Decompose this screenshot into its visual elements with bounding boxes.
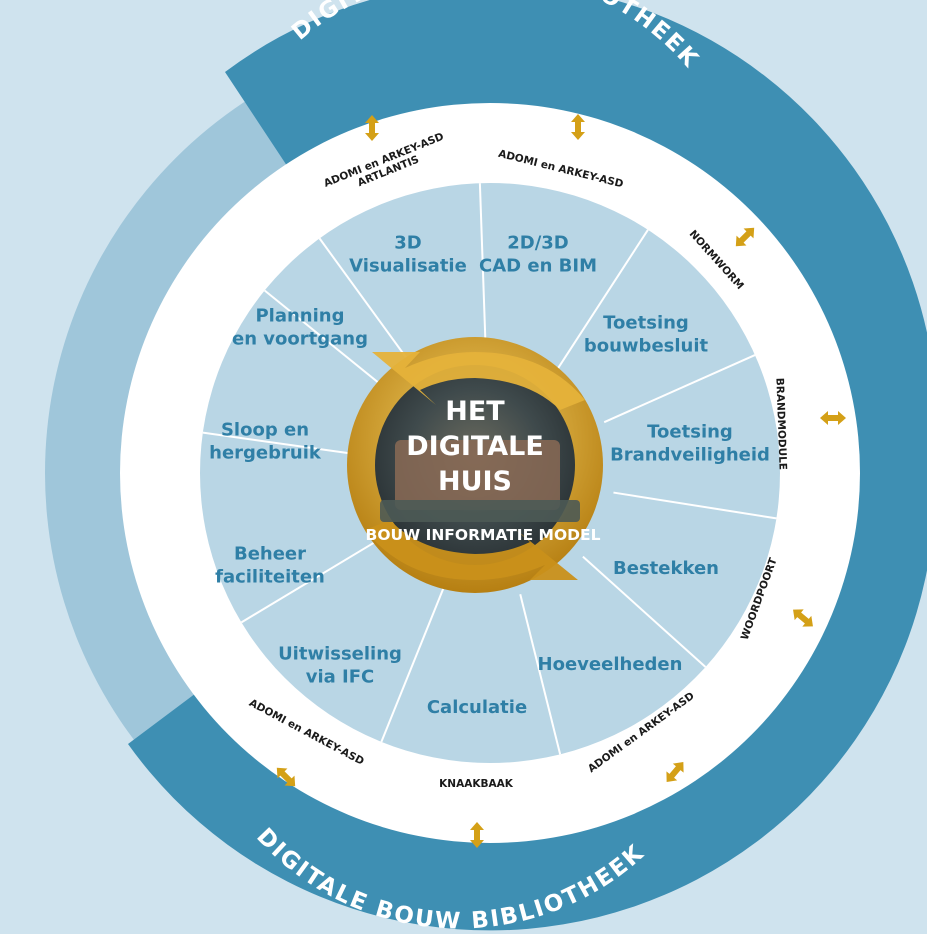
double-arrow-icon xyxy=(365,115,379,141)
segment-label: Calculatie xyxy=(427,697,527,718)
segment-dividers xyxy=(202,183,777,755)
building-model-base xyxy=(380,500,580,522)
segment-divider xyxy=(478,183,487,349)
tool-label: KNAAKBAAK xyxy=(439,778,514,790)
double-arrow-icon xyxy=(470,822,484,848)
double-arrow-icon xyxy=(793,609,813,627)
center-title-line-1: HET xyxy=(445,396,505,427)
building-model xyxy=(395,440,560,510)
segment-divider xyxy=(603,354,756,424)
center-title-line-3: HUIS xyxy=(438,466,512,497)
segment-divider xyxy=(380,588,445,743)
cycle-arrow-bottom-icon xyxy=(365,520,578,580)
double-arrow-icon xyxy=(571,114,585,140)
center-title-line-2: DIGITALE xyxy=(406,431,544,462)
segment-divider xyxy=(582,555,707,668)
double-arrow-icon xyxy=(820,411,846,425)
double-arrow-icon xyxy=(666,762,684,782)
segment-divider xyxy=(318,237,418,373)
cycle-arrow-top-icon xyxy=(372,352,585,410)
segment-divider xyxy=(202,431,367,457)
segment-label: Hoeveelheden xyxy=(538,654,683,675)
center-hub: HET DIGITALE HUIS BOUW INFORMATIE MODEL xyxy=(347,337,603,593)
double-arrow-icon xyxy=(735,227,755,247)
segment-divider xyxy=(519,594,562,755)
segment-divider xyxy=(613,491,777,520)
segment-label: Bestekken xyxy=(613,558,719,579)
segment-divider xyxy=(557,229,649,369)
tool-arrows xyxy=(276,114,846,848)
segment-divider xyxy=(240,536,384,624)
center-subtitle: BOUW INFORMATIE MODEL xyxy=(366,526,601,544)
double-arrow-icon xyxy=(276,767,296,787)
segment-divider xyxy=(263,289,394,396)
tool-label: BRANDMODULE xyxy=(773,378,788,471)
